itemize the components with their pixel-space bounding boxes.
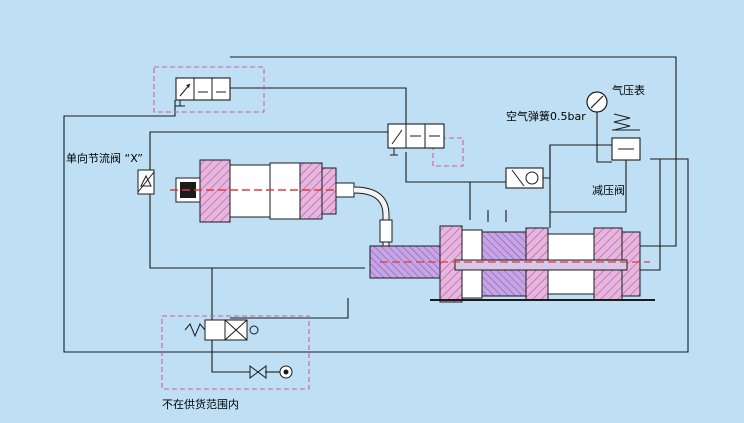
pipe-gauge	[596, 112, 612, 163]
dashed-box-valve1	[153, 66, 265, 113]
label-out-of-scope: 不在供货范围内	[162, 398, 239, 411]
pipe-lines	[63, 56, 689, 373]
label-air-spring: 空气弹簧0.5bar	[506, 110, 586, 123]
pressure-gauge	[586, 91, 608, 113]
pipe-outer-left-loop	[63, 100, 689, 353]
label-check-valve: 单向节流阀 “X”	[66, 152, 143, 165]
solenoid-valve-2	[387, 123, 445, 156]
dashed-box-out-of-scope	[161, 315, 310, 390]
label-gauge: 气压表	[612, 84, 645, 97]
dashed-box-valve2	[432, 137, 464, 167]
pipe-valve2-shuttle	[405, 152, 506, 183]
left-cylinder	[170, 159, 393, 248]
pipe-reducer-down	[550, 160, 627, 213]
pipe-bottom-unit	[211, 268, 250, 373]
shuttle-valve	[505, 167, 544, 189]
pressure-reducer	[611, 113, 641, 161]
bottom-valve-unit	[184, 319, 293, 379]
label-reducer: 减压阀	[592, 184, 625, 197]
dashed-boxes	[153, 66, 464, 390]
pipe-right-vertical	[640, 159, 661, 271]
pipe-valve2-left	[149, 131, 388, 269]
pipe-top-main	[230, 56, 677, 247]
pipe-valve1-valve2	[230, 87, 407, 124]
booster-assembly	[369, 225, 655, 303]
pipe-bottom-right	[230, 298, 349, 319]
check-throttle-valve	[137, 169, 155, 195]
solenoid-valve-1	[175, 77, 231, 107]
